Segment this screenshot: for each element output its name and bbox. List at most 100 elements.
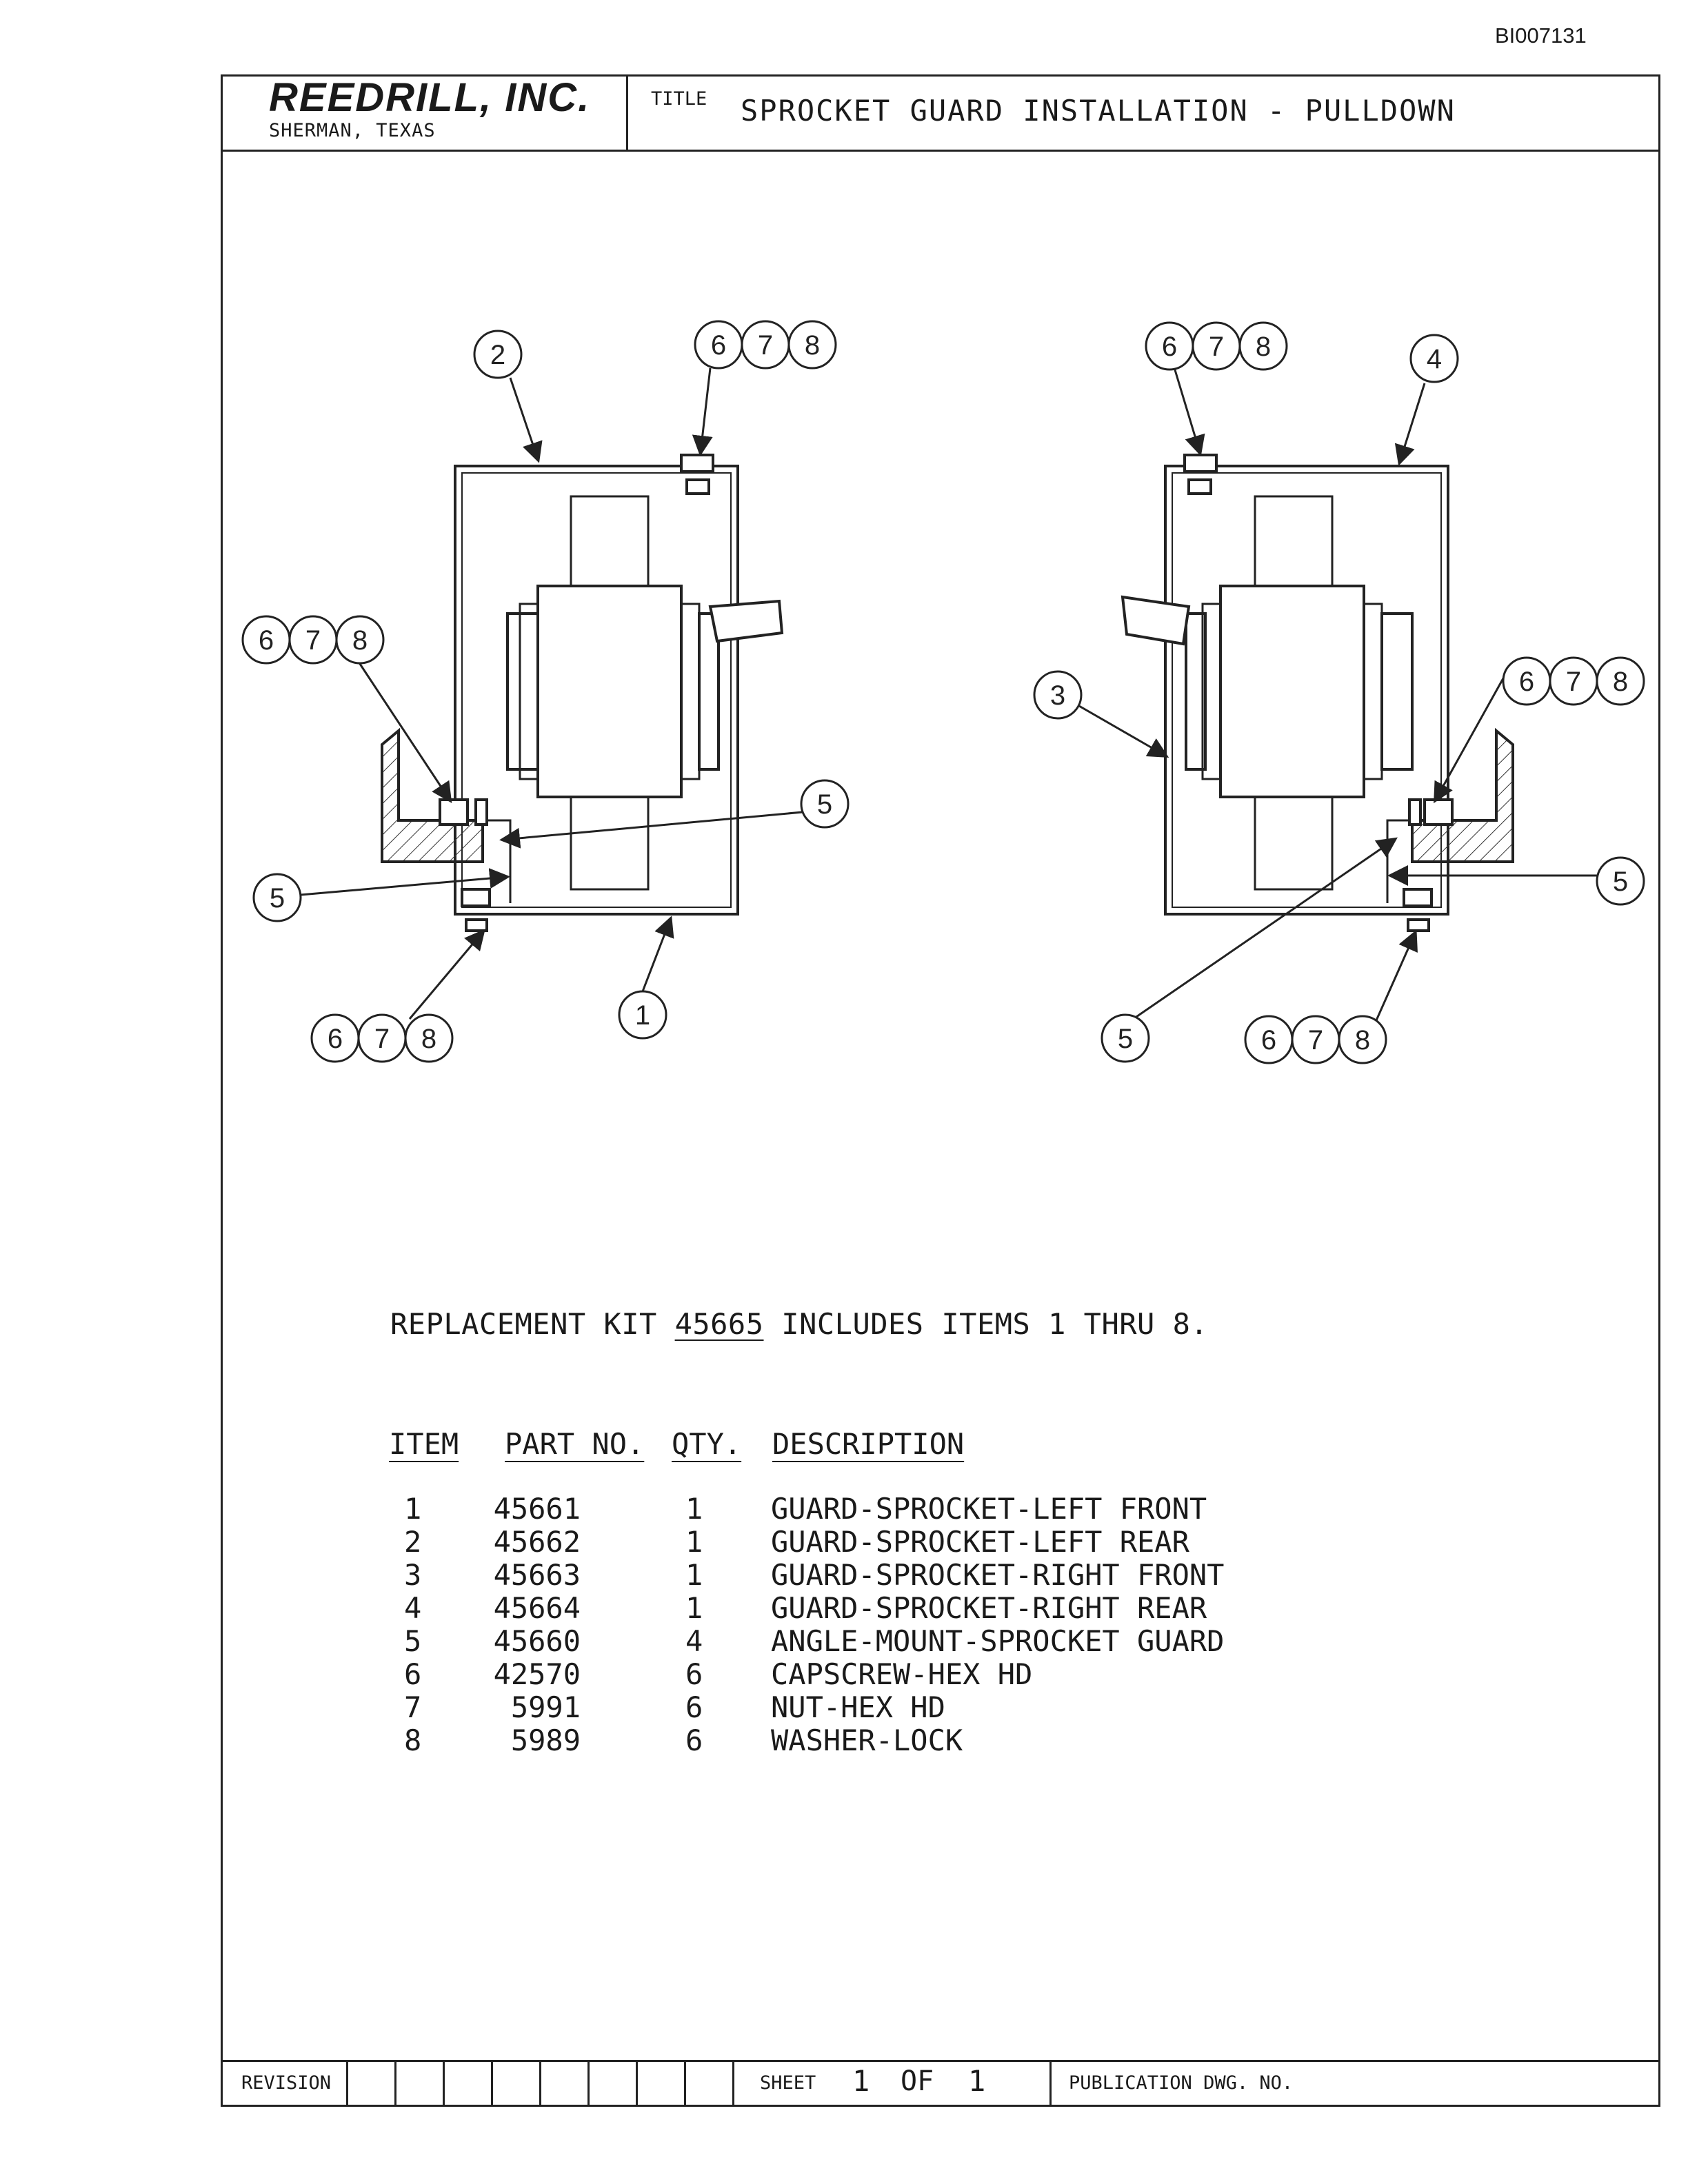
- part-cell: 42570: [493, 1657, 581, 1691]
- description-cell: CAPSCREW-HEX HD: [771, 1657, 1033, 1691]
- sheet-label: SHEET: [760, 2072, 816, 2094]
- callout-label: 8: [805, 330, 820, 361]
- qty-cell: 1: [685, 1558, 703, 1592]
- right-sprocket-left: [1185, 612, 1207, 771]
- sheet-total: 1: [968, 2064, 986, 2098]
- part-cell: 5991: [510, 1690, 581, 1724]
- col-header-description: DESCRIPTION: [772, 1427, 965, 1461]
- left-sprocket-left-plate: [519, 603, 539, 780]
- callout-label: 5: [1613, 867, 1628, 897]
- sheet-of-label: OF: [901, 2065, 934, 2097]
- right-bottom-nut: [1407, 918, 1430, 932]
- callout-label: 6: [711, 330, 726, 361]
- item-cell: 1: [404, 1492, 422, 1526]
- revision-cell-divider: [346, 2060, 348, 2107]
- right-view: [1121, 454, 1514, 932]
- callout-label: 8: [421, 1024, 436, 1054]
- description-cell: WASHER-LOCK: [771, 1723, 963, 1757]
- right-bottom-bolt: [1403, 888, 1433, 907]
- replacement-kit-note: REPLACEMENT KIT 45665 INCLUDES ITEMS 1 T…: [390, 1307, 1208, 1341]
- callout-label: 5: [270, 883, 285, 913]
- callout-label: 7: [758, 330, 773, 361]
- right-mid-washer: [1408, 798, 1422, 826]
- right-mid-bolt: [1423, 798, 1454, 826]
- revision-cell-divider: [394, 2060, 396, 2107]
- callout-circle: [473, 330, 523, 379]
- left-guard-inner: [461, 472, 732, 908]
- description-cell: GUARD-SPROCKET-LEFT REAR: [771, 1525, 1189, 1559]
- right-sprocket-left-plate: [1201, 603, 1222, 780]
- col-header-qty: QTY.: [672, 1427, 742, 1461]
- callout-label: 8: [1613, 667, 1628, 697]
- callout-label: 6: [328, 1024, 343, 1054]
- revision-cell-divider: [636, 2060, 638, 2107]
- revision-cell-divider: [684, 2060, 686, 2107]
- part-cell: 45660: [493, 1624, 581, 1658]
- left-sprocket-right: [698, 612, 720, 771]
- callout-label: 1: [635, 1000, 650, 1031]
- right-guard-outline: [1164, 465, 1449, 916]
- kit-number: 45665: [674, 1307, 764, 1341]
- callouts: [241, 320, 1645, 1064]
- description-cell: GUARD-SPROCKET-LEFT FRONT: [771, 1492, 1207, 1526]
- revision-cell-divider: [491, 2060, 493, 2107]
- qty-cell: 6: [685, 1723, 703, 1757]
- revision-cell-divider: [732, 2060, 734, 2107]
- title-block-divider: [626, 74, 628, 152]
- item-cell: 4: [404, 1591, 422, 1625]
- left-sprocket-left: [506, 612, 539, 771]
- callout-label: 6: [1261, 1025, 1276, 1055]
- left-sprocket-hub: [536, 585, 683, 798]
- qty-cell: 6: [685, 1657, 703, 1691]
- kit-prefix: REPLACEMENT KIT: [390, 1307, 675, 1341]
- qty-cell: 1: [685, 1525, 703, 1559]
- col-header-part-text: PART NO.: [505, 1427, 645, 1461]
- item-cell: 6: [404, 1657, 422, 1691]
- left-sprocket-right-plate: [680, 603, 701, 780]
- part-cell: 45664: [493, 1591, 581, 1625]
- revision-label: REVISION: [241, 2072, 332, 2094]
- left-bottom-nut: [465, 918, 488, 932]
- callout-labels: 2 6 7 8 6 7 8 5 5 6 7 8 1 6 7 8 4 3 6 7 …: [259, 330, 1628, 1055]
- callout-label: 8: [1355, 1025, 1370, 1055]
- part-cell: 45663: [493, 1558, 581, 1592]
- kit-suffix: INCLUDES ITEMS 1 THRU 8.: [763, 1307, 1209, 1341]
- left-view: [381, 454, 784, 932]
- description-cell: GUARD-SPROCKET-RIGHT FRONT: [771, 1558, 1225, 1592]
- drawing-frame: [221, 74, 1660, 2107]
- left-top-bolt: [680, 454, 714, 473]
- callout-label: 7: [1209, 332, 1224, 362]
- qty-cell: 6: [685, 1690, 703, 1724]
- left-bottom-bolt: [461, 888, 491, 907]
- right-sprocket-hub: [1219, 585, 1365, 798]
- publication-dwg-label: PUBLICATION DWG. NO.: [1069, 2072, 1294, 2094]
- qty-cell: 1: [685, 1492, 703, 1526]
- callout-label: 4: [1427, 344, 1442, 374]
- revision-cell-divider: [539, 2060, 541, 2107]
- right-sprocket-right-plate: [1363, 603, 1383, 780]
- left-mid-washer: [474, 798, 488, 826]
- callout-label: 6: [1162, 332, 1177, 362]
- callout-label: 8: [1256, 332, 1271, 362]
- part-cell: 45662: [493, 1525, 581, 1559]
- callout-label: 2: [490, 340, 505, 370]
- item-cell: 2: [404, 1525, 422, 1559]
- right-top-nut: [1187, 478, 1212, 495]
- callout-label: 7: [1308, 1025, 1323, 1055]
- qty-cell: 1: [685, 1591, 703, 1625]
- callout-label: 6: [1519, 667, 1534, 697]
- item-cell: 8: [404, 1723, 422, 1757]
- document-id: BI007131: [1495, 23, 1587, 48]
- item-cell: 3: [404, 1558, 422, 1592]
- revision-cell-divider: [443, 2060, 445, 2107]
- sheet-cell-divider: [1049, 2060, 1052, 2107]
- callout-label: 7: [305, 625, 321, 656]
- description-cell: GUARD-SPROCKET-RIGHT REAR: [771, 1591, 1207, 1625]
- left-angle-bracket: [483, 819, 512, 903]
- company-name: REEDRILL, INC.: [269, 75, 591, 120]
- sheet-number: 1: [852, 2064, 870, 2098]
- left-chain-tab: [708, 599, 784, 643]
- callout-label: 7: [374, 1024, 390, 1054]
- revision-cell-divider: [587, 2060, 590, 2107]
- right-guard-inner: [1172, 472, 1442, 908]
